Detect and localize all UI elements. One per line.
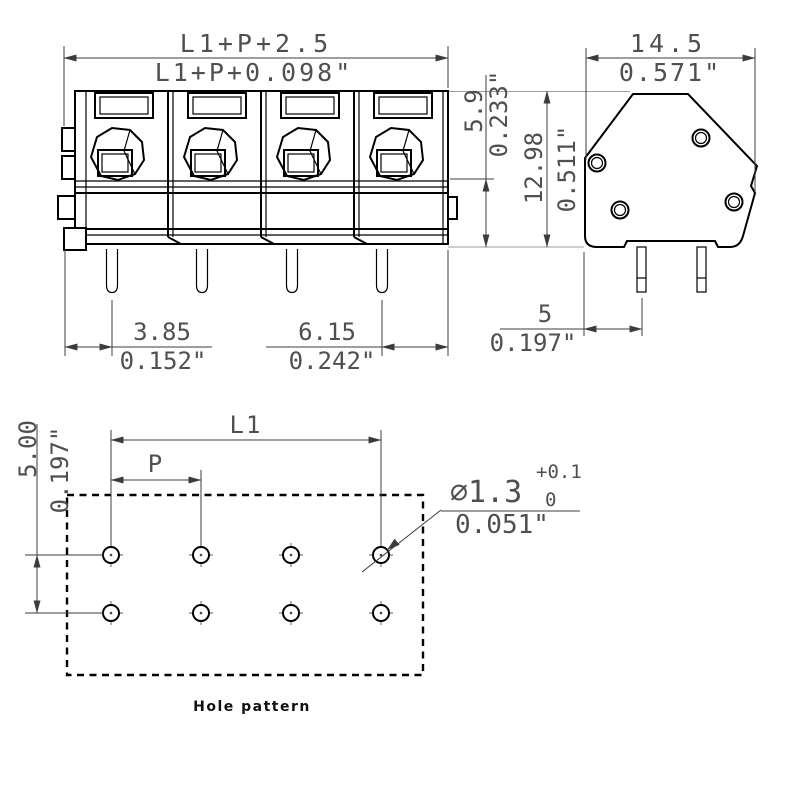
dim-overall-height-mm: 12.98 [520, 132, 548, 204]
dim-row-spacing: 5.00 0.197" [14, 420, 104, 614]
side-view [584, 93, 759, 293]
dim-overall-depth: 14.5 0.571" [585, 29, 756, 192]
dim-pin-offset-left: 3.85 0.152" [64, 250, 212, 375]
dim-overall-width: L1+P+2.5 L1+P+0.098" [63, 29, 449, 126]
solder-pin [105, 248, 119, 294]
dim-overall-width-inch: L1+P+0.098" [155, 58, 354, 87]
dim-overall-depth-mm: 14.5 [630, 29, 706, 58]
holes [98, 542, 394, 626]
hole-diameter-callout: ⌀1.3 +0.1 0 0.051" [361, 461, 582, 573]
side-pins [636, 246, 707, 293]
dim-pin-offset-right: 6.15 0.242" [266, 250, 449, 375]
dim-pin-offset-right-inch: 0.242" [289, 347, 376, 375]
hole-diameter-mm: ⌀1.3 [450, 475, 522, 510]
dim-clamp-height-inch: 0.233" [485, 71, 513, 158]
dim-pin-offset-right-mm: 6.15 [298, 318, 356, 346]
dim-pin-offset-left-mm: 3.85 [133, 318, 191, 346]
dim-clamp-height: 5.9 0.233" [450, 71, 513, 248]
dim-row-spacing-mm: 5.00 [14, 420, 42, 478]
dim-row-spacing-inch: 0.197" [46, 427, 74, 514]
hole [188, 600, 214, 626]
side-holes [587, 128, 744, 220]
hole [368, 600, 394, 626]
cell-dividers [167, 91, 368, 245]
dim-pin-offset-left-inch: 0.152" [120, 347, 207, 375]
dim-overall-width-mm: L1+P+2.5 [180, 29, 332, 58]
dim-clamp-height-mm: 5.9 [460, 89, 488, 132]
front-view [57, 90, 458, 294]
side-housing-outline [584, 93, 759, 248]
hole-diameter-tol-minus: 0 [545, 489, 556, 511]
dim-side-pin-offset-mm: 5 [538, 300, 552, 328]
dim-length-l1-label: L1 [230, 411, 263, 439]
hole-pattern-caption: Hole pattern [193, 699, 311, 715]
housing-side-tabs [57, 127, 458, 251]
hole-pattern-view: Hole pattern [65, 493, 425, 715]
dim-overall-depth-inch: 0.571" [619, 58, 721, 87]
pcb-outline-dashed [65, 493, 425, 677]
projection-lines [448, 91, 630, 248]
dim-side-pin-offset: 5 0.197" [490, 252, 643, 357]
leader-arrow [387, 538, 400, 550]
solder-pin [375, 248, 389, 294]
solder-pin [285, 248, 299, 294]
dim-pitch-p-label: P [148, 450, 162, 478]
hole [188, 542, 214, 568]
dim-length-l1: L1 [110, 411, 382, 546]
hole [278, 600, 304, 626]
dim-pitch-p: P [110, 450, 202, 546]
solder-pin [195, 248, 209, 294]
hole [278, 542, 304, 568]
dim-side-pin-offset-inch: 0.197" [490, 329, 577, 357]
dim-overall-height: 12.98 0.511" [520, 90, 581, 248]
dim-overall-height-inch: 0.511" [553, 126, 581, 213]
hole-diameter-inch: 0.051" [455, 510, 549, 540]
hole-diameter-tol-plus: +0.1 [536, 461, 582, 483]
